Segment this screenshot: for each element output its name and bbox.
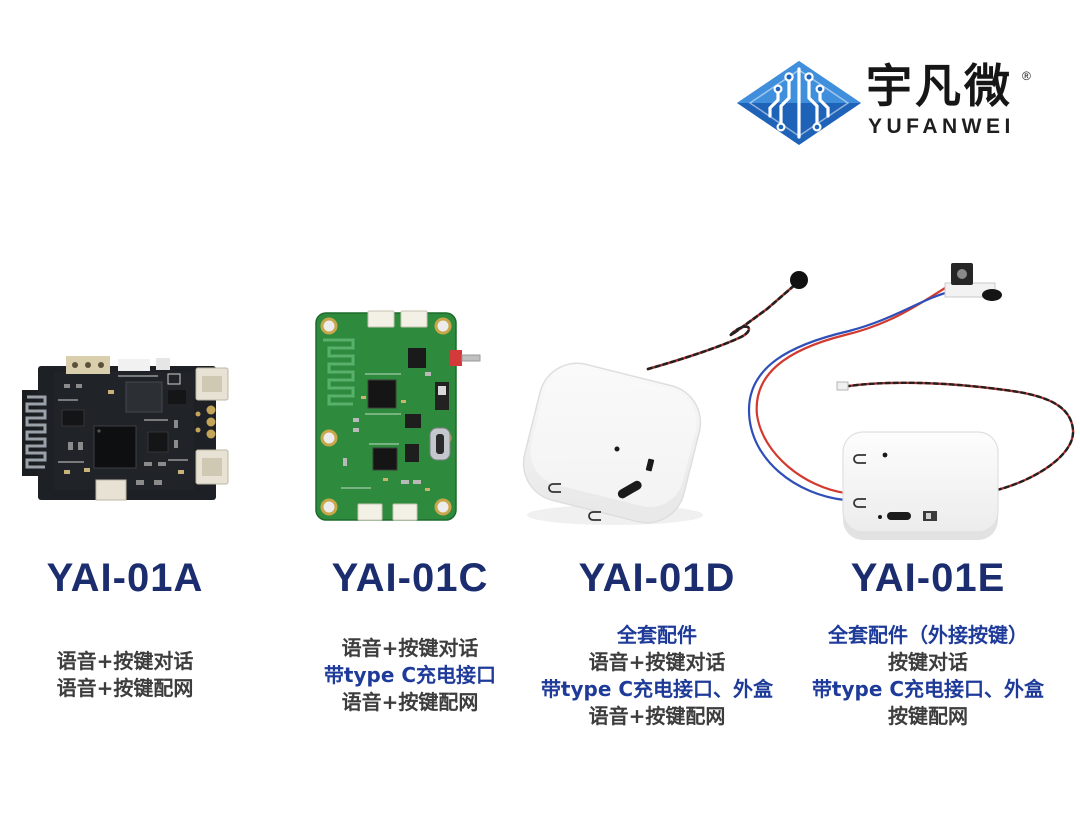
enclosure-box	[522, 362, 702, 524]
usb-c-port	[887, 512, 911, 520]
slide-switch	[435, 382, 449, 410]
microphone-icon	[790, 271, 808, 289]
feature-line: 带type C充电接口、外盒	[540, 677, 774, 701]
feature-line: 语音+按键对话	[588, 650, 726, 674]
pcb-board	[315, 312, 457, 521]
red-switch	[450, 350, 481, 366]
hook-icon	[853, 454, 866, 464]
connector-top	[367, 310, 428, 328]
usb-c-port	[429, 427, 451, 461]
yai-01d-enclosure-image	[522, 271, 808, 525]
antenna-trace	[25, 395, 47, 469]
feature-line: 按键对话	[888, 650, 968, 674]
hook-icon	[588, 511, 601, 521]
feature-line: 语音+按键配网	[341, 690, 479, 714]
feature-line: 带type C充电接口、外盒	[811, 677, 1045, 701]
feature-line: 语音+按键对话	[56, 649, 194, 673]
indicator-dot	[882, 452, 888, 458]
microphone-wire	[646, 281, 799, 371]
model-title-yai-01d: YAI-01D	[578, 556, 736, 600]
feature-line: 语音+按键对话	[341, 636, 479, 660]
feature-list-yai-01a: 语音+按键对话 语音+按键配网	[5, 648, 245, 702]
hook-icon	[853, 498, 866, 508]
power-switch	[923, 511, 937, 521]
model-title-yai-01e: YAI-01E	[850, 556, 1006, 600]
chip-secondary	[125, 381, 163, 413]
external-button	[944, 263, 1002, 301]
chip-main	[93, 425, 137, 469]
feature-line: 语音+按键配网	[588, 704, 726, 728]
model-title-yai-01c: YAI-01C	[331, 556, 489, 600]
yai-01c-board-image	[315, 310, 481, 521]
enclosure-box	[842, 431, 999, 540]
speaker-wire	[847, 381, 1075, 492]
brand-name-cn: 宇凡微	[866, 59, 1013, 113]
feature-line: 语音+按键配网	[56, 676, 194, 700]
usb-c-port	[617, 480, 642, 499]
registered-mark: ®	[1022, 69, 1031, 83]
feature-line: 全套配件（外接按键）	[828, 623, 1028, 647]
circuit-diamond-logo-icon	[737, 61, 861, 145]
pin-header	[66, 356, 110, 374]
brand-name-en: YUFANWEI	[868, 115, 1015, 138]
antenna-trace	[323, 338, 355, 406]
button-wires	[747, 283, 954, 502]
wire-connector	[836, 381, 849, 391]
chip-main	[367, 379, 397, 409]
yai-01e-enclosure-image	[747, 263, 1075, 540]
feature-list-yai-01c: 语音+按键对话 带type C充电接口 语音+按键配网	[280, 635, 540, 716]
power-switch	[645, 458, 655, 472]
feature-line: 带type C充电接口	[323, 663, 497, 687]
feature-line: 全套配件	[617, 623, 697, 647]
hook-icon	[548, 483, 561, 493]
microphone-icon	[982, 289, 1002, 301]
feature-line: 按键配网	[888, 704, 968, 728]
connector-top	[195, 367, 229, 401]
yai-01a-module-image	[22, 356, 229, 501]
indicator-dot	[614, 446, 620, 452]
feature-list-yai-01d: 全套配件 语音+按键对话 带type C充电接口、外盒 语音+按键配网	[507, 622, 807, 730]
model-title-yai-01a: YAI-01A	[46, 556, 204, 600]
connector-bottom	[357, 503, 418, 521]
feature-list-yai-01e: 全套配件（外接按键） 按键对话 带type C充电接口、外盒 按键配网	[783, 622, 1073, 730]
connector-bottom	[195, 449, 229, 485]
